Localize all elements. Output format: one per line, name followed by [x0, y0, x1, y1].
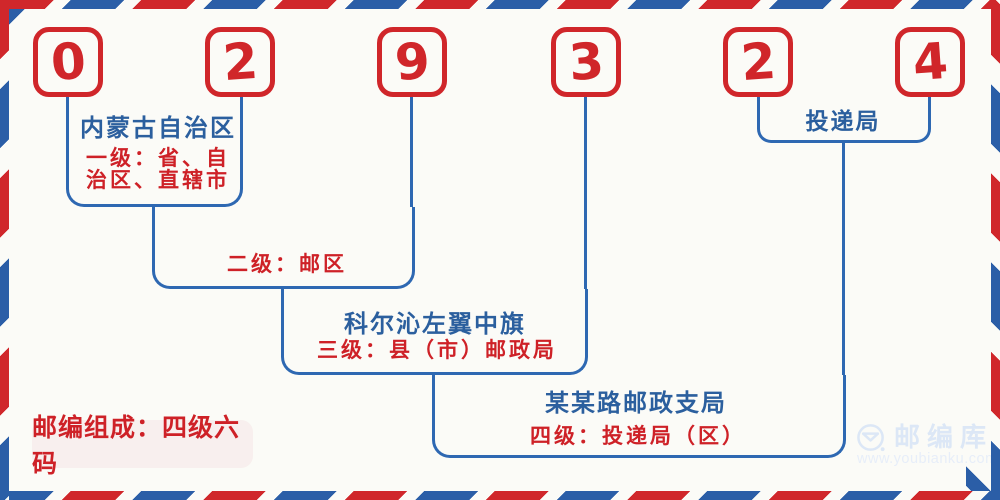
delivery-bracket	[757, 97, 931, 143]
digit-box-6: 4	[895, 27, 965, 97]
digit-box-4: 3	[551, 27, 621, 97]
level3-right-line	[584, 97, 587, 289]
digit-4: 3	[566, 31, 606, 93]
digit-6: 4	[910, 31, 950, 93]
watermark-brand: 邮编库	[894, 422, 994, 452]
level3-bracket	[281, 289, 588, 375]
level1-desc-line1: 一级：省、自	[86, 147, 230, 170]
airmail-border-bottom	[0, 491, 1000, 500]
digit-1: 0	[48, 31, 88, 93]
level4-bracket	[432, 375, 846, 458]
delivery-office-label: 投递局	[805, 108, 881, 134]
level3-region-label: 科尔沁左翼中旗	[344, 311, 526, 338]
airmail-border-right	[991, 0, 1000, 500]
level3-desc-label: 三级：县（市）邮政局	[317, 339, 557, 362]
level4-region-label: 某某路邮政支局	[545, 390, 727, 417]
level2-desc-label: 二级：邮区	[227, 253, 347, 276]
badge-text: 邮编组成：四级六码	[32, 414, 241, 478]
level2-right-line	[410, 97, 413, 207]
digit-box-3: 9	[377, 27, 447, 97]
digit-box-5: 2	[723, 27, 793, 97]
airmail-border-top	[0, 0, 1000, 9]
digit-2: 2	[220, 31, 260, 93]
digit-5: 2	[738, 31, 778, 93]
level4-right-line	[842, 143, 845, 375]
watermark-url: www.youbianku.com	[857, 451, 998, 467]
level1-bracket	[66, 97, 243, 207]
level1-desc-line2: 治区、直辖市	[86, 169, 230, 192]
digit-box-2: 2	[205, 27, 275, 97]
envelope-in-circle-icon	[857, 424, 885, 452]
level2-bracket	[152, 207, 415, 289]
digit-box-1: 0	[33, 27, 103, 97]
airmail-border-left	[0, 0, 9, 500]
digit-3: 9	[392, 31, 432, 93]
level4-desc-label: 四级：投递局（区）	[530, 425, 746, 448]
level1-region-label: 内蒙古自治区	[80, 115, 236, 142]
postal-code-composition-badge: 邮编组成：四级六码	[32, 414, 253, 478]
